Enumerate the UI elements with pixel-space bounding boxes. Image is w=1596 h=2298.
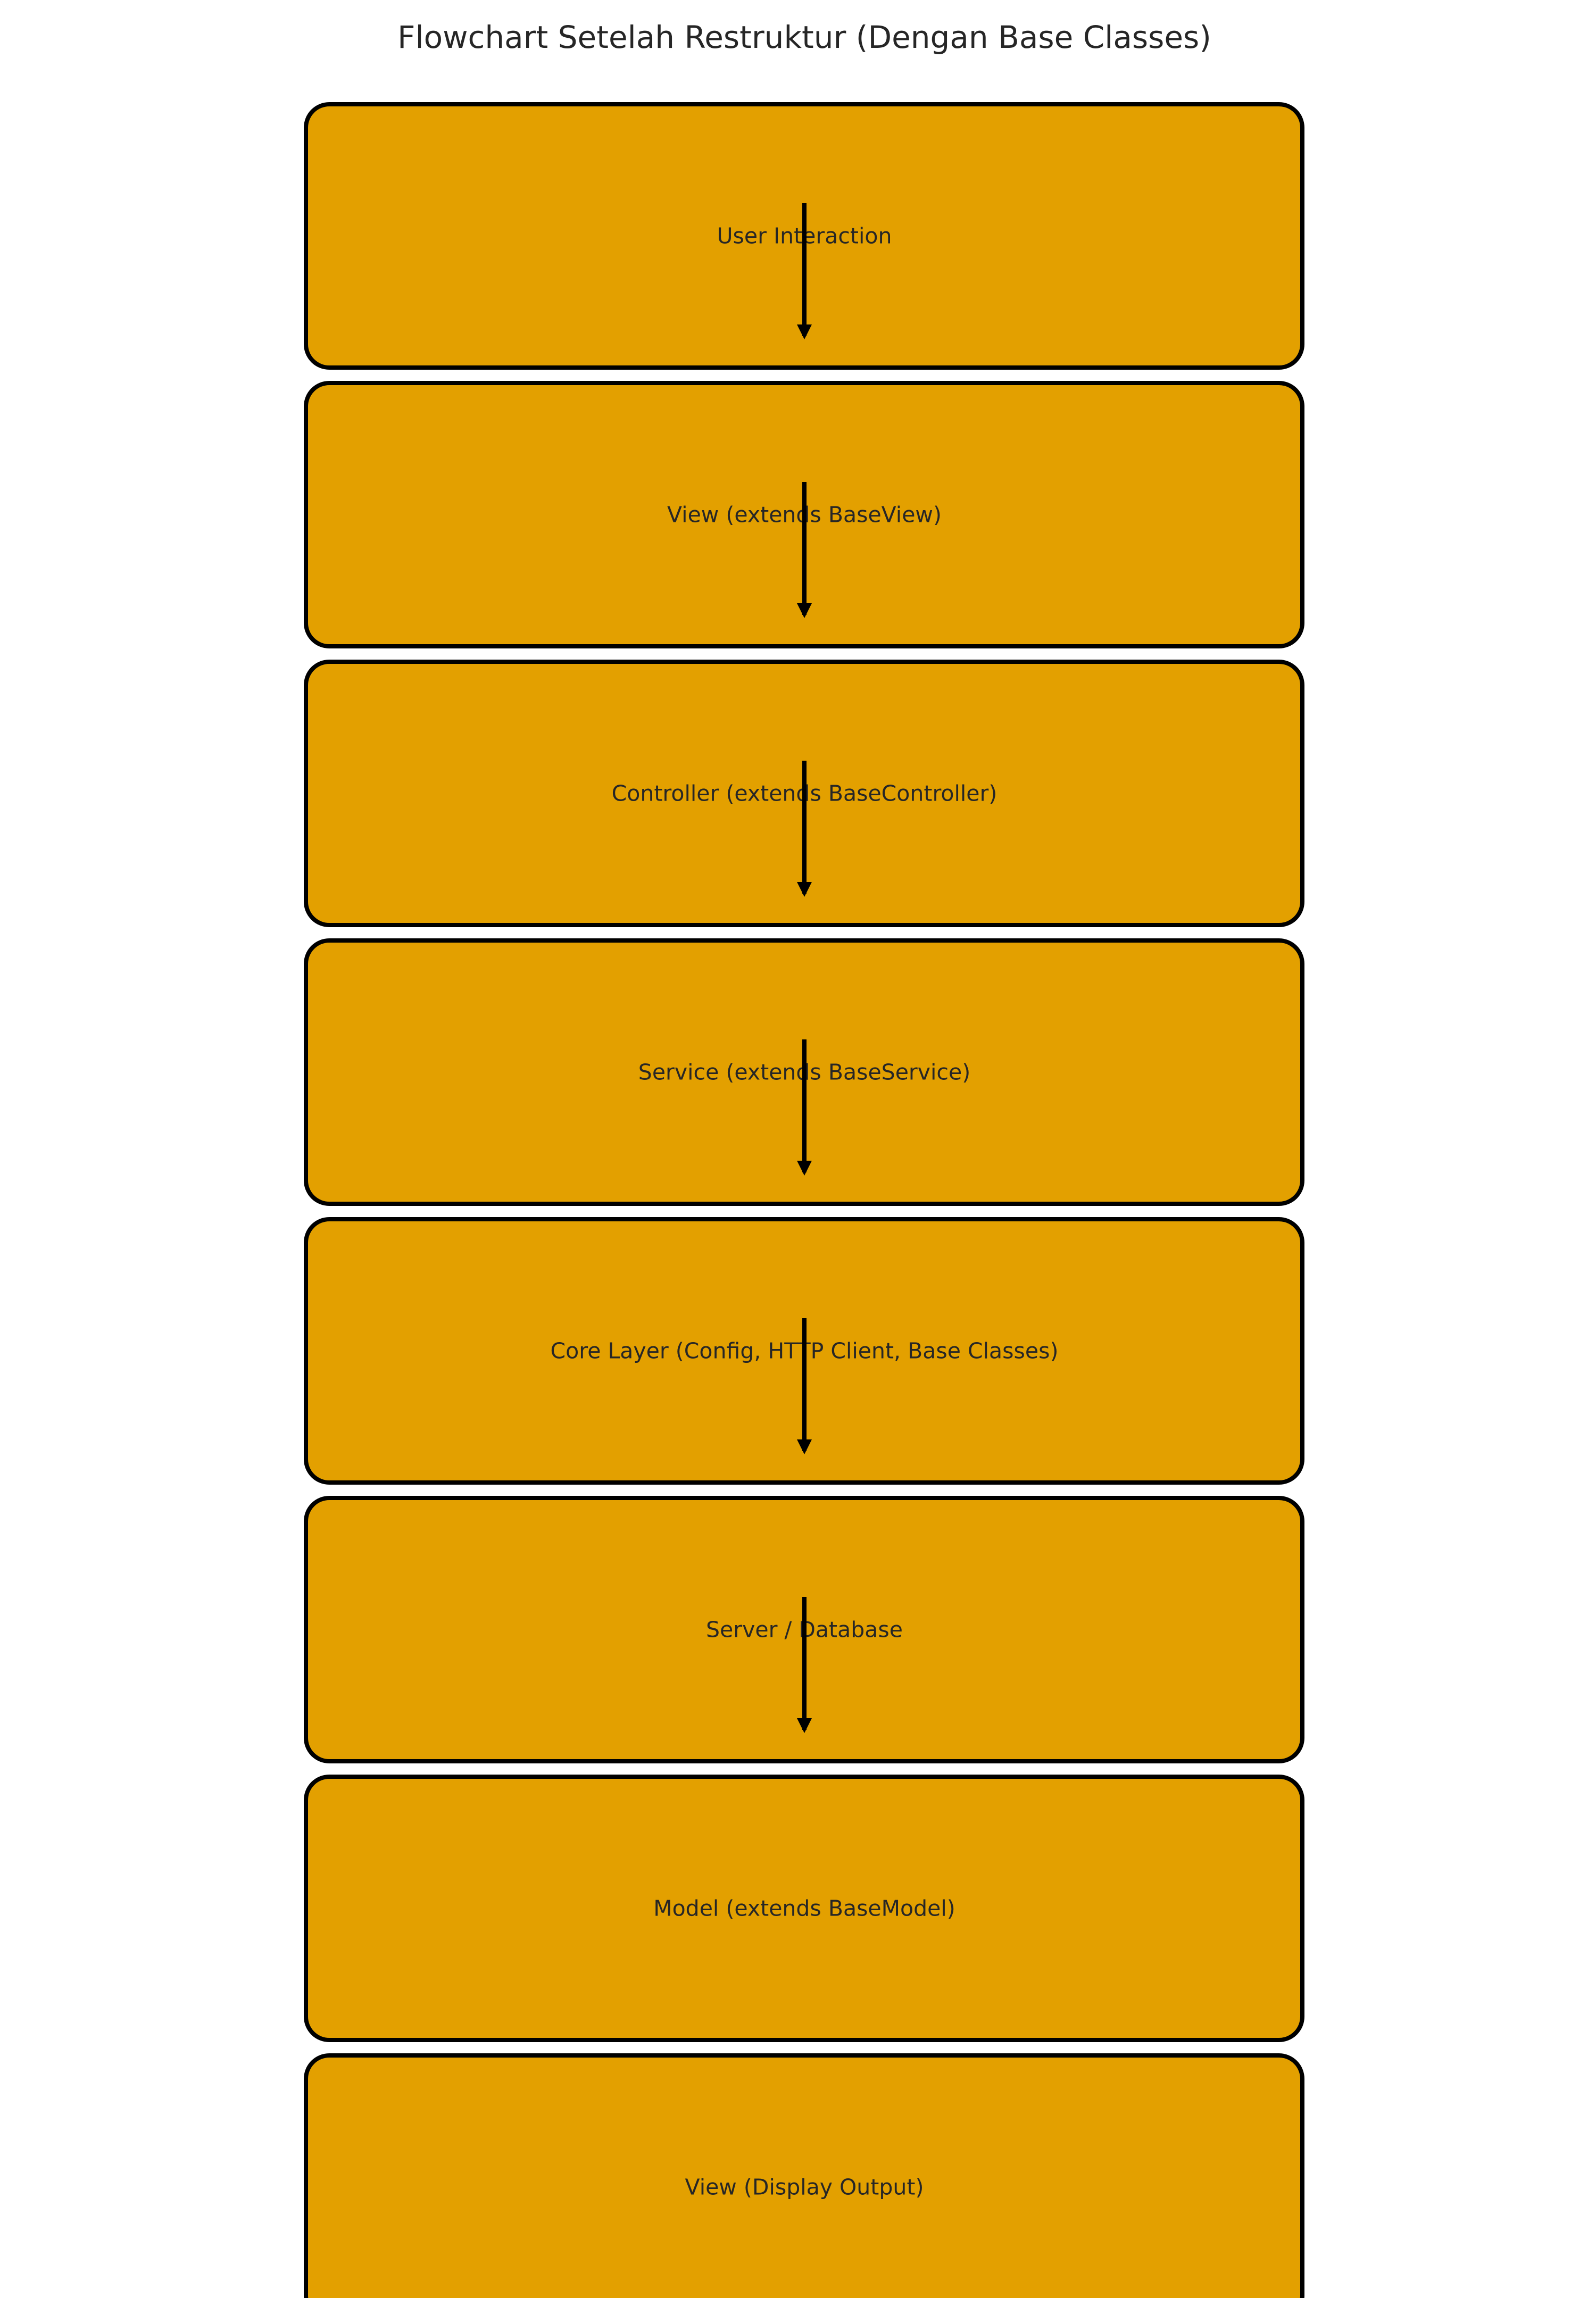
diagram-title: Flowchart Setelah Restruktur (Dengan Bas… bbox=[397, 19, 1211, 55]
flow-arrowhead bbox=[797, 882, 812, 897]
flow-arrowhead bbox=[797, 1439, 812, 1454]
flow-arrowhead bbox=[797, 1718, 812, 1733]
flow-node-model: Model (extends BaseModel) bbox=[304, 1775, 1304, 2042]
flow-arrowhead bbox=[797, 603, 812, 618]
flow-arrowhead bbox=[797, 1161, 812, 1176]
flow-node-label: View (Display Output) bbox=[685, 2175, 924, 2200]
flow-arrowhead bbox=[797, 324, 812, 339]
flow-node-box bbox=[304, 1775, 1304, 2042]
flow-node-label: Model (extends BaseModel) bbox=[653, 1896, 955, 1921]
flow-node-view-display-output: View (Display Output) bbox=[304, 2053, 1304, 2298]
flow-node-box bbox=[304, 2053, 1304, 2298]
